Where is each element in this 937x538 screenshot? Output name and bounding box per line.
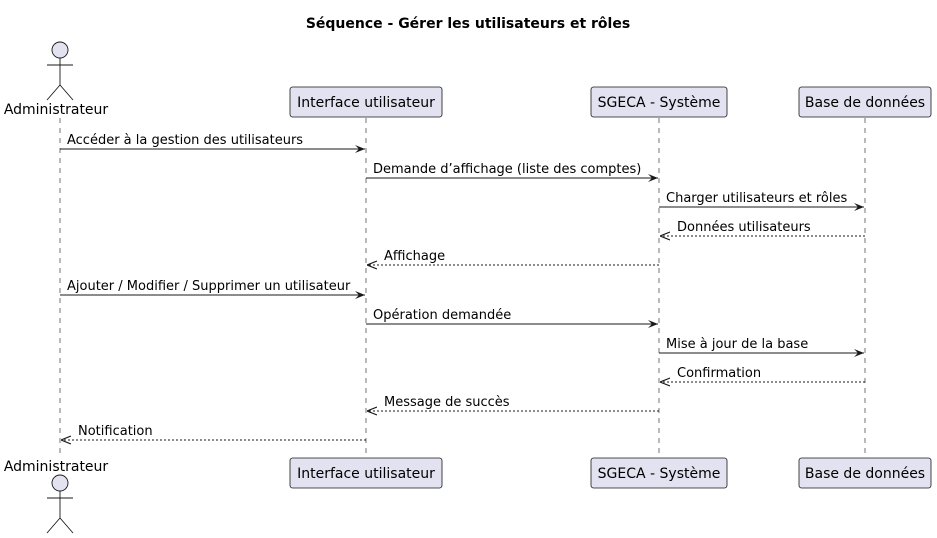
actor-leg-left	[46, 517, 61, 534]
participant-rect	[798, 86, 932, 118]
message-label: Message de succès	[384, 395, 510, 410]
participant-rect	[289, 457, 443, 489]
messages: Accéder à la gestion des utilisateursDem…	[60, 133, 865, 440]
participant-box-top-db: Base de données	[798, 86, 932, 118]
actor-head	[51, 41, 69, 59]
participant-rect	[798, 457, 932, 489]
participant-label: Interface utilisateur	[297, 95, 435, 111]
actor-figure-bottom	[46, 474, 74, 534]
participant-label: Interface utilisateur	[297, 466, 435, 482]
participant-box-bottom-ui: Interface utilisateur	[289, 457, 443, 489]
message-1: Accéder à la gestion des utilisateurs	[60, 133, 365, 153]
participant-label: SGECA - Système	[598, 95, 721, 111]
participant-rect	[590, 86, 728, 118]
message-8: Mise à jour de la base	[659, 337, 864, 357]
message-10: Message de succès	[367, 395, 659, 411]
message-6: Ajouter / Modifier / Supprimer un utilis…	[60, 279, 365, 299]
message-2: Demande d’affichage (liste des comptes)	[366, 162, 658, 182]
message-label: Données utilisateurs	[677, 220, 811, 235]
actor-leg-right	[59, 517, 74, 534]
message-7: Opération demandée	[366, 308, 658, 328]
message-label: Mise à jour de la base	[666, 337, 808, 352]
message-3: Charger utilisateurs et rôles	[659, 191, 864, 211]
actor-leg-right	[59, 84, 74, 101]
participant-label-top-admin: Administrateur	[4, 102, 109, 118]
diagram-title: Séquence - Gérer les utilisateurs et rôl…	[306, 16, 630, 32]
message-label: Affichage	[384, 249, 445, 264]
message-label: Ajouter / Modifier / Supprimer un utilis…	[67, 279, 351, 294]
message-11: Notification	[61, 424, 366, 440]
actor-leg-left	[46, 84, 61, 101]
message-label: Charger utilisateurs et rôles	[666, 191, 847, 206]
participant-box-bottom-db: Base de données	[798, 457, 932, 489]
actor-figure-top	[46, 41, 74, 101]
message-9: Confirmation	[660, 366, 865, 382]
message-label: Confirmation	[677, 366, 761, 381]
participant-label-bottom-admin: Administrateur	[4, 459, 109, 475]
message-label: Demande d’affichage (liste des comptes)	[373, 162, 641, 177]
participants-top: Administrateur Interface utilisateur SGECA…	[4, 41, 932, 118]
participants-bottom: Administrateur Interface utilisateur SGECA…	[4, 457, 932, 534]
participant-box-top-sys: SGECA - Système	[590, 86, 728, 118]
participant-label: SGECA - Système	[598, 466, 721, 482]
message-label: Notification	[78, 424, 153, 439]
participant-box-bottom-sys: SGECA - Système	[590, 457, 728, 489]
participant-label: Base de données	[805, 95, 925, 111]
message-4: Données utilisateurs	[660, 220, 865, 236]
message-label: Accéder à la gestion des utilisateurs	[67, 133, 303, 148]
actor-head	[51, 474, 69, 492]
participant-label: Base de données	[805, 466, 925, 482]
message-5: Affichage	[367, 249, 659, 265]
participant-box-top-ui: Interface utilisateur	[289, 86, 443, 118]
lifelines	[59, 118, 866, 458]
participant-rect	[590, 457, 728, 489]
message-label: Opération demandée	[373, 308, 511, 323]
participant-rect	[289, 86, 443, 118]
